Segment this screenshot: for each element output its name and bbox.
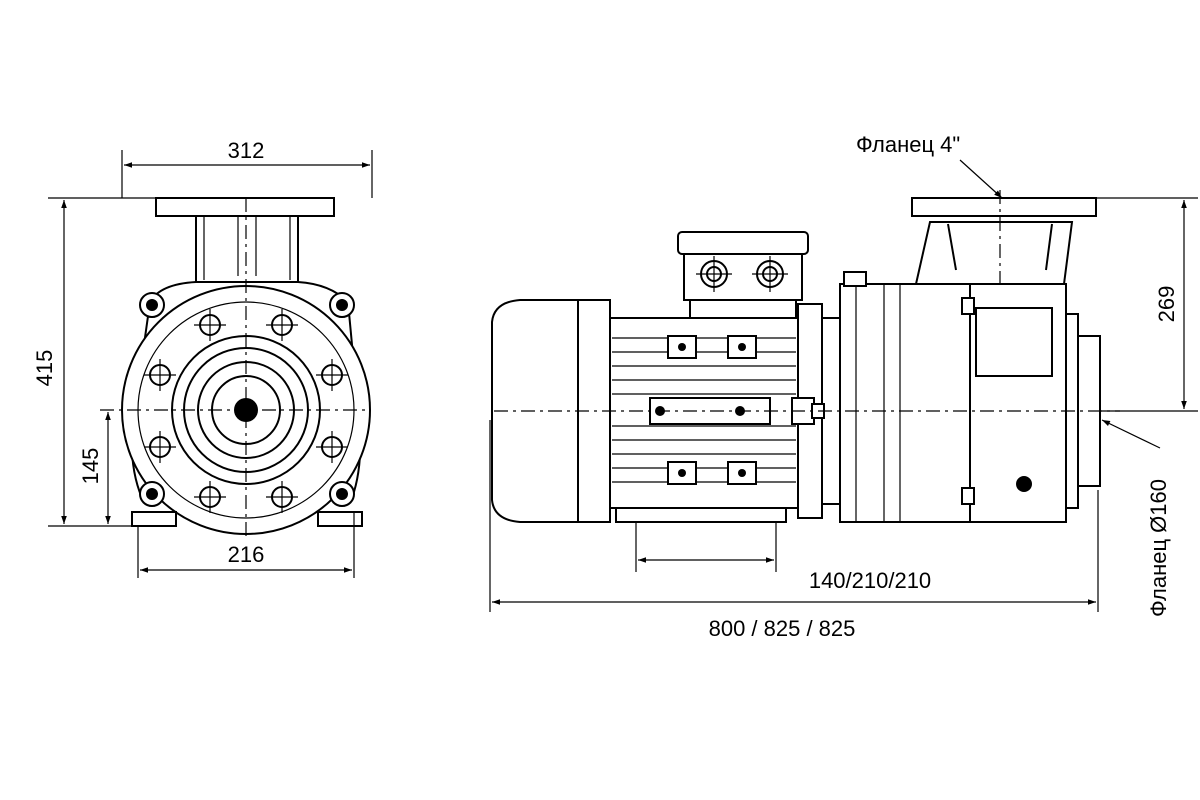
front-neck-ribs — [203, 216, 291, 280]
motor-fasteners — [655, 335, 757, 485]
dim-145-label: 145 — [78, 448, 103, 485]
front-view: 312 415 145 216 — [32, 138, 373, 578]
front-corner-nuts — [139, 292, 355, 507]
dim-415-extensions — [48, 197, 156, 527]
front-neck — [195, 216, 299, 282]
outlet-flange-label: Фланец 4" — [856, 132, 960, 157]
front-bolt-holes — [144, 309, 348, 513]
front-outlet-flange — [155, 197, 335, 217]
side-view: Фланец 4" 269 Фланец Ø160 140/210/210 80… — [489, 132, 1198, 641]
pump-side-bolts — [961, 297, 975, 505]
dim-312-label: 312 — [228, 138, 265, 163]
pump-housing — [839, 283, 971, 523]
dim-216-label: 216 — [228, 542, 265, 567]
cable-glands — [696, 256, 788, 292]
outlet-flange — [911, 197, 1097, 217]
dim-216-extensions — [137, 512, 355, 578]
dim-length-label: 800 / 825 / 825 — [709, 616, 856, 641]
dim-length-extensions — [489, 420, 1099, 612]
outlet-flange-leader — [959, 159, 1003, 199]
front-foot-right — [317, 511, 363, 527]
terminal-box-base — [689, 300, 797, 318]
inlet-flange-leader — [1101, 419, 1161, 449]
inlet-flange-label: Фланец Ø160 — [1146, 479, 1171, 617]
outlet-nozzle-inner — [947, 223, 1053, 271]
dim-269-extensions — [1096, 197, 1198, 412]
pump-housing-ribs — [855, 284, 901, 522]
terminal-box-lid — [677, 231, 809, 255]
dim-269-label: 269 — [1154, 286, 1179, 323]
dim-feet-extensions — [635, 522, 777, 572]
motor-feet — [615, 507, 787, 523]
front-foot-left — [131, 511, 177, 527]
pump-drain-plug — [1016, 476, 1032, 492]
dim-312-extensions — [121, 150, 373, 198]
dim-feet-label: 140/210/210 — [809, 568, 931, 593]
pump-housing-top-lug — [843, 271, 867, 287]
dim-415-label: 415 — [32, 350, 57, 387]
motor-cooling-fins — [612, 337, 796, 483]
pump-nameplate — [975, 307, 1053, 377]
